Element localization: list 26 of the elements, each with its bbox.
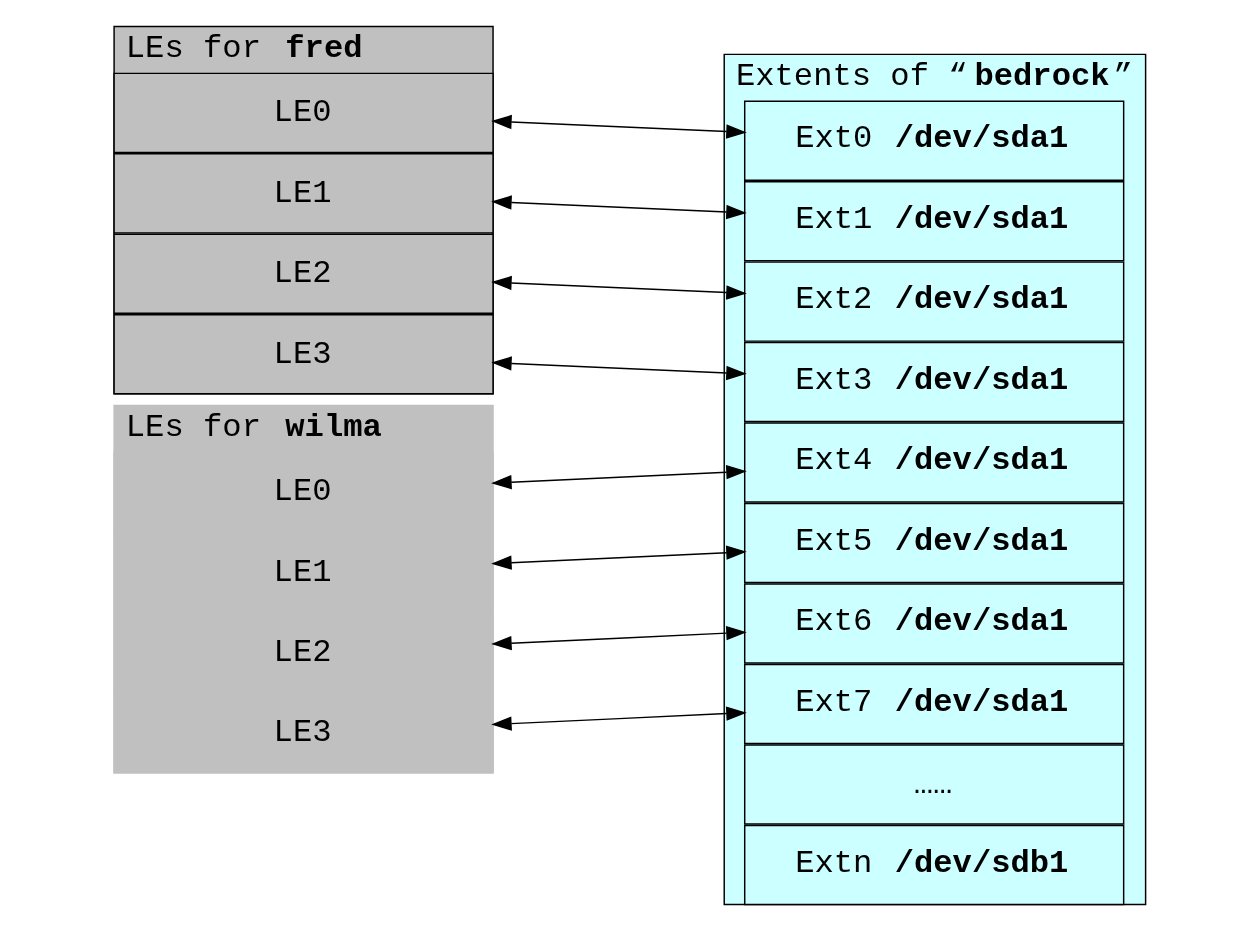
arrow bbox=[490, 625, 747, 650]
node-box: LE3 bbox=[112, 313, 494, 395]
node-box: Ext3 /dev/sda1 bbox=[743, 341, 1124, 422]
node-box: LE2 bbox=[112, 612, 494, 693]
arrow bbox=[490, 114, 747, 139]
node-box: LE3 bbox=[112, 692, 494, 773]
arrow bbox=[490, 194, 747, 219]
arrow bbox=[490, 545, 747, 570]
arrow bbox=[490, 275, 747, 300]
arrow bbox=[490, 705, 747, 731]
node-box: Ext1 /dev/sda1 bbox=[743, 180, 1124, 261]
node-box: LE2 bbox=[112, 233, 494, 314]
node-box: Ext4 /dev/sda1 bbox=[743, 421, 1124, 503]
node-box: Ext2 /dev/sda1 bbox=[743, 260, 1124, 342]
node-box: LE1 bbox=[112, 531, 494, 613]
arrow bbox=[490, 355, 747, 380]
node-box: LE0 bbox=[112, 451, 494, 532]
node-box: LE0 bbox=[112, 72, 494, 153]
node-box: LE1 bbox=[112, 152, 494, 234]
node-box: Ext0 /dev/sda1 bbox=[743, 99, 1124, 181]
node-box: …… bbox=[743, 743, 1124, 825]
node-box: Ext5 /dev/sda1 bbox=[743, 502, 1124, 583]
node-box: Ext6 /dev/sda1 bbox=[743, 582, 1124, 664]
node-box: Extn /dev/sdb1 bbox=[743, 824, 1124, 905]
arrow bbox=[490, 464, 747, 489]
node-box: Ext7 /dev/sda1 bbox=[743, 663, 1124, 744]
